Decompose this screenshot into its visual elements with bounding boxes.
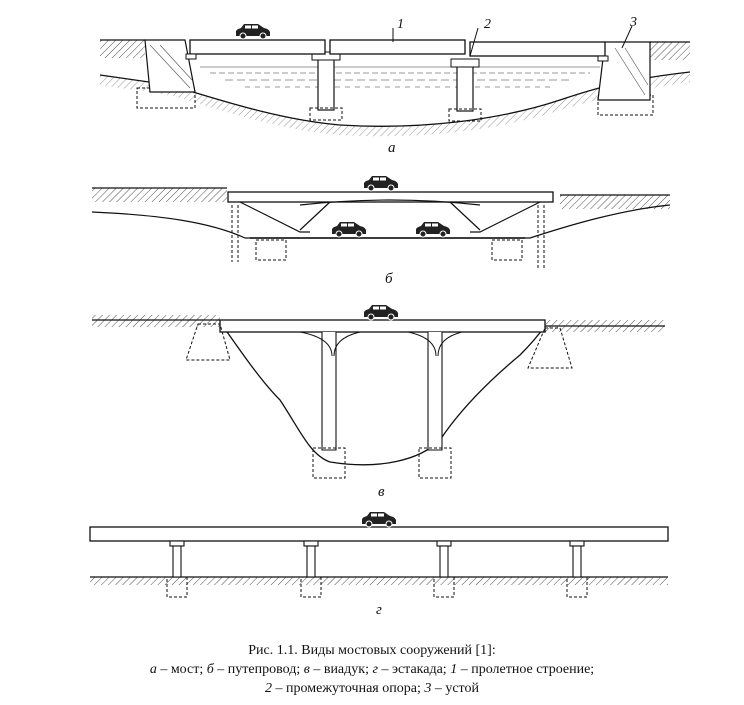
panel-label-a: а [388, 140, 396, 156]
caption-text: – эстакада; [377, 662, 451, 677]
caption-text: – промежуточная опора; [272, 681, 425, 696]
panel-label-g: г [376, 602, 382, 618]
caption-key: г [372, 662, 378, 677]
caption-line-3: 2 – промежуточная опора; 3 – устой [0, 679, 744, 698]
caption-key: б [206, 662, 214, 677]
car-icon [363, 304, 399, 321]
caption-text: – мост; [156, 662, 207, 677]
trestle-deck [89, 526, 669, 542]
span-a-3 [469, 41, 606, 57]
caption-line-1: Рис. 1.1. Виды мостовых сооружений [1]: [248, 643, 496, 658]
car-icon [363, 175, 399, 192]
caption-key: 2 [265, 681, 273, 696]
span-a-1 [189, 39, 326, 55]
caption-text: – устой [431, 681, 479, 696]
pier-a-2 [456, 64, 474, 112]
caption-key: в [303, 662, 310, 677]
car-icon [331, 221, 367, 238]
caption-text: – пролетное строение; [457, 662, 595, 677]
caption-key: а [149, 662, 157, 677]
valley-v [219, 321, 546, 466]
span-a-2 [329, 39, 466, 55]
caption-line-2: а – мост; б – путепровод; в – виадук; г … [0, 660, 744, 679]
figure-caption: Рис. 1.1. Виды мостовых сооружений [1]: … [0, 641, 744, 698]
panel-label-v: в [378, 484, 385, 500]
car-icon [415, 221, 451, 238]
car-icon [235, 23, 271, 40]
viaduct-deck [219, 319, 546, 333]
caption-text: – виадук; [309, 662, 373, 677]
callout-2: 2 [484, 17, 491, 32]
callout-3: 3 [629, 15, 637, 30]
pier-a-1 [317, 57, 335, 111]
caption-key: 3 [424, 681, 432, 696]
panel-v-viaduct: в [92, 304, 665, 500]
callout-1: 1 [397, 17, 404, 32]
panel-g-trestle: г [89, 511, 669, 618]
panel-b-overpass: б [91, 175, 671, 287]
panel-a-bridge: 1 2 3 а [99, 15, 691, 156]
panel-label-b: б [385, 271, 393, 287]
caption-key: 1 [450, 662, 458, 677]
ground-hatch-left [100, 40, 145, 58]
caption-text: – путепровод; [213, 662, 304, 677]
car-icon [361, 511, 397, 528]
bridge-types-figure: 1 2 3 а б [89, 15, 691, 618]
ground-hatch-right [650, 42, 690, 60]
overpass-deck [227, 191, 554, 203]
